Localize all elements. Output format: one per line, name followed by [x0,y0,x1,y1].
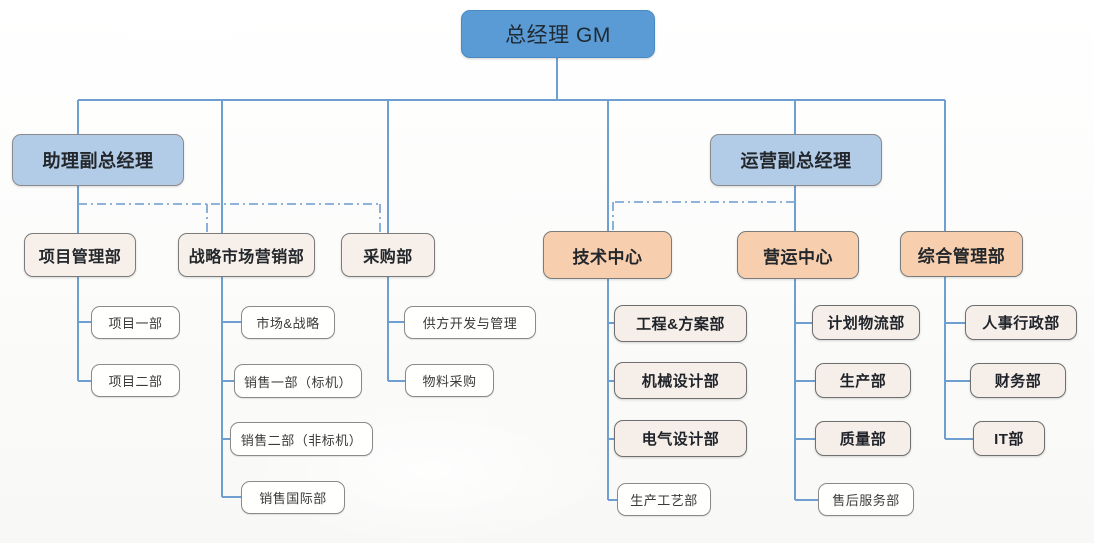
node-label: 总经理 GM [505,24,611,47]
org-node-department-机械设计部[interactable]: 机械设计部 [614,362,747,399]
node-label: 人事行政部 [982,315,1060,332]
node-label: 供方开发与管理 [422,316,518,331]
org-node-department-计划物流部[interactable]: 计划物流部 [812,305,920,340]
org-node-department-销售国际部[interactable]: 销售国际部 [241,481,345,514]
org-node-vp-助理副总经理[interactable]: 助理副总经理 [12,134,184,186]
org-node-division-营运中心[interactable]: 营运中心 [737,231,859,279]
node-label: 战略市场营销部 [188,249,305,266]
node-label: 财务部 [994,373,1042,390]
org-node-department-项目二部[interactable]: 项目二部 [91,364,180,397]
org-node-department-生产工艺部[interactable]: 生产工艺部 [617,483,711,516]
node-label: 计划物流部 [827,315,905,332]
node-label: 物料采购 [422,374,477,389]
node-label: 生产工艺部 [630,493,698,508]
org-node-vp-运营副总经理[interactable]: 运营副总经理 [710,134,882,186]
org-node-department-销售二部-非标机[interactable]: 销售二部（非标机） [230,422,373,456]
org-node-department-电气设计部[interactable]: 电气设计部 [614,420,747,457]
node-label: 生产部 [839,373,887,390]
node-label: 运营副总经理 [740,151,852,171]
node-label: 销售国际部 [259,491,327,506]
node-label: 采购部 [363,249,413,266]
org-node-division-项目管理部[interactable]: 项目管理部 [24,233,136,277]
node-label: 机械设计部 [641,373,720,390]
node-label: 工程&方案部 [636,316,725,333]
node-label: IT部 [994,431,1024,448]
org-node-division-战略市场营销部[interactable]: 战略市场营销部 [178,233,315,277]
org-node-department-财务部[interactable]: 财务部 [970,363,1066,398]
org-node-division-综合管理部[interactable]: 综合管理部 [900,231,1023,277]
org-node-root-总经理-GM[interactable]: 总经理 GM [461,10,655,58]
org-node-department-市场-战略[interactable]: 市场&战略 [241,306,335,339]
org-node-department-物料采购[interactable]: 物料采购 [405,364,494,397]
node-label: 项目二部 [108,374,163,389]
node-label: 售后服务部 [832,493,900,508]
org-node-department-IT部[interactable]: IT部 [973,421,1045,456]
node-label: 营运中心 [763,247,833,267]
node-label: 销售一部（标机） [243,374,352,390]
org-node-department-项目一部[interactable]: 项目一部 [91,306,180,339]
org-node-department-销售一部-标机[interactable]: 销售一部（标机） [234,364,362,398]
org-node-department-生产部[interactable]: 生产部 [815,363,911,398]
org-node-department-工程-方案部[interactable]: 工程&方案部 [614,305,747,342]
node-label: 市场&战略 [256,316,320,331]
node-label: 项目一部 [108,316,163,331]
org-node-division-技术中心[interactable]: 技术中心 [543,231,672,279]
node-label: 综合管理部 [917,246,1006,266]
org-node-department-售后服务部[interactable]: 售后服务部 [818,483,914,516]
node-label: 电气设计部 [641,431,720,448]
org-node-division-采购部[interactable]: 采购部 [341,233,435,277]
org-node-department-人事行政部[interactable]: 人事行政部 [965,305,1077,340]
node-label: 销售二部（非标机） [240,432,363,448]
node-label: 助理副总经理 [42,151,154,171]
org-node-department-供方开发与管理[interactable]: 供方开发与管理 [404,306,536,339]
node-label: 项目管理部 [38,249,122,266]
org-node-department-质量部[interactable]: 质量部 [815,421,911,456]
node-label: 质量部 [839,431,887,448]
node-label: 技术中心 [572,247,643,267]
